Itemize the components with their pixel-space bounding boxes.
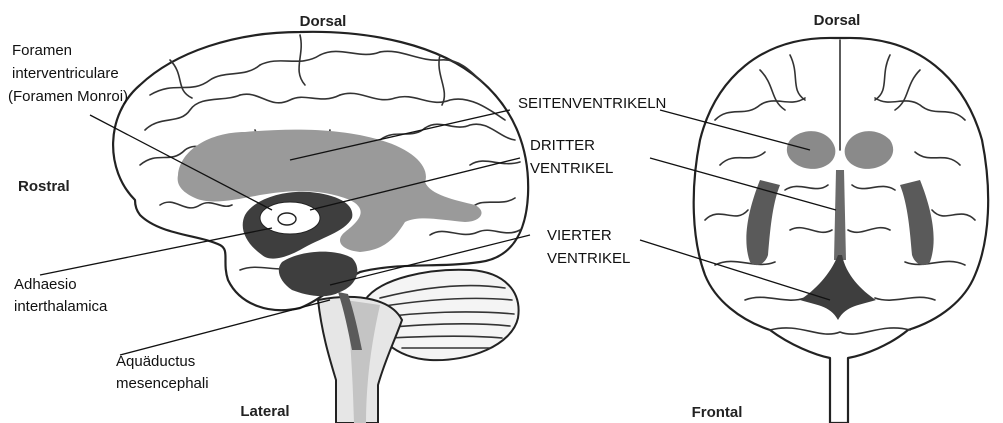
third-ventricle-lateral-view [243,192,353,259]
foramen-label-line1: Foramen [12,42,72,59]
rostral-label: Rostral [18,178,70,195]
fourth-ventricle-frontal-view [800,255,876,320]
lateral-bottom-label: Lateral [240,403,289,420]
vierter-label-line1: VIERTER [547,227,612,244]
seitenventrikeln-label: SEITENVENTRIKELN [518,95,666,112]
aquaeductus-label-line2: mesencephali [116,375,209,392]
frontal-dorsal-label: Dorsal [814,12,861,29]
fourth-ventricle-lateral-view [279,252,358,297]
foramen-label-line3: (Foramen Monroi) [8,88,128,105]
foramen-label-line2: interventriculare [12,65,119,82]
adhaesio-label-line2: interthalamica [14,298,108,315]
dritter-label-line2: VENTRIKEL [530,160,613,177]
third-ventricle-frontal-view [834,170,846,260]
frontal-label: Frontal [692,404,743,421]
dritter-label-line1: DRITTER [530,137,595,154]
frontal-brain [694,38,989,423]
aquaeductus-label-line1: Aquäductus [116,353,195,370]
lateral-dorsal-label: Dorsal [300,13,347,30]
vierter-label-line2: VENTRIKEL [547,250,630,267]
adhaesio-label-line1: Adhaesio [14,276,77,293]
